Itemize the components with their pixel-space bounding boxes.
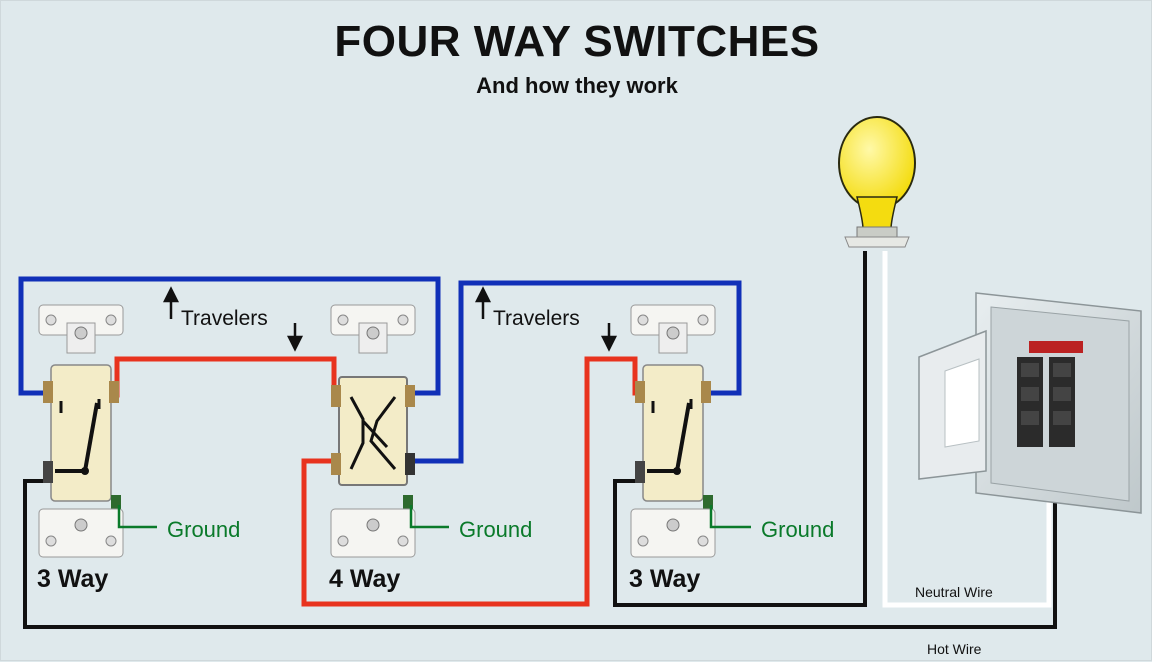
travelers-label-right: Travelers — [493, 307, 580, 330]
blue-traveler-right — [409, 280, 742, 464]
switched-hot-wire — [613, 251, 867, 607]
neutral-wire — [882, 251, 1052, 608]
switch-label-right: 3 Way — [629, 565, 700, 593]
neutral-wire-label: Neutral Wire — [915, 584, 993, 600]
traveler-arrows-left — [162, 286, 304, 352]
switch-label-left: 3 Way — [37, 565, 108, 593]
ground-label-middle: Ground — [459, 517, 532, 542]
breaker-panel — [918, 292, 1142, 514]
three-way-switch-right — [630, 304, 716, 558]
page-title: FOUR WAY SWITCHES — [334, 17, 820, 66]
ground-wire-middle — [409, 505, 449, 529]
hot-wire — [23, 479, 1057, 629]
ground-label-right: Ground — [761, 517, 834, 542]
switch-label-middle: 4 Way — [329, 565, 400, 593]
red-traveler-left — [113, 356, 341, 398]
traveler-arrows-right — [474, 286, 618, 352]
four-way-switch — [330, 304, 416, 558]
three-way-switch-left — [38, 304, 124, 558]
ground-wire-right — [709, 505, 751, 529]
ground-label-left: Ground — [167, 517, 240, 542]
ground-wire-left — [117, 505, 157, 529]
hot-wire-label: Hot Wire — [927, 641, 982, 657]
page-subtitle: And how they work — [476, 73, 678, 98]
blue-traveler-left — [18, 276, 441, 396]
travelers-label-left: Travelers — [181, 307, 268, 330]
light-bulb — [838, 116, 916, 248]
